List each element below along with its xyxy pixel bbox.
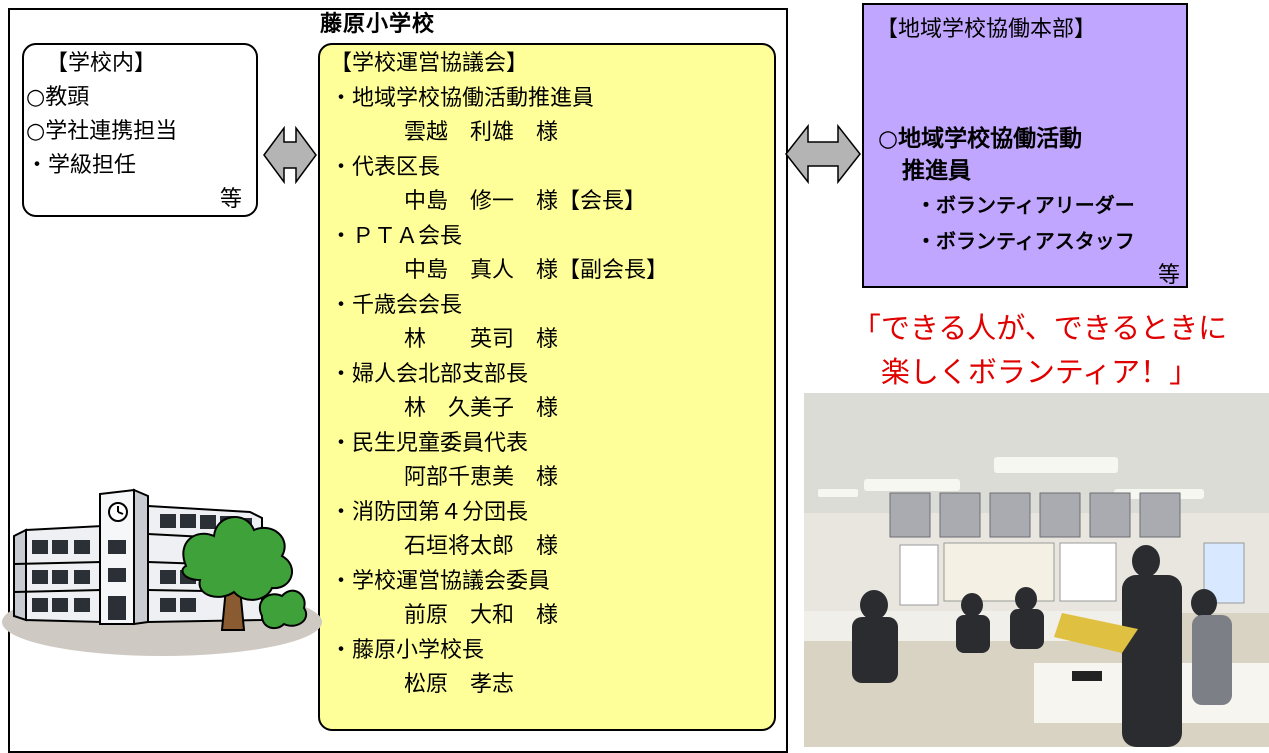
school-council-box: 【学校運営協議会】 ・地域学校協働活動推進員 雲越 利雄 様 ・代表区長 中島 … xyxy=(318,43,776,731)
council-member-name: 林 英司 様 xyxy=(404,327,559,352)
council-member-name: 中島 真人 様【副会長】 xyxy=(404,258,669,283)
council-member-role: ・地域学校協働活動推進員 xyxy=(330,85,595,111)
regional-cooperation-heading: 【地域学校協働本部】 xyxy=(876,17,1097,42)
council-member-name: 雲越 利雄 様 xyxy=(404,120,559,145)
school-title: 藤原小学校 xyxy=(320,12,436,37)
council-member-name: 前原 大和 様 xyxy=(404,603,559,628)
council-member-role: ・学校運営協議会委員 xyxy=(330,568,551,594)
council-member-role: ・千歳会会長 xyxy=(330,292,463,318)
school-council-heading: 【学校運営協議会】 xyxy=(330,51,529,76)
council-member-name: 阿部千恵美 様 xyxy=(404,465,559,490)
council-member-role: ・消防団第４分団長 xyxy=(330,499,529,525)
council-member-role: ・代表区長 xyxy=(330,154,441,180)
school-internal-etc: 等 xyxy=(219,187,242,212)
council-member-role: ・藤原小学校長 xyxy=(330,637,485,663)
regional-cooperation-box: 【地域学校協働本部】 ○地域学校協働活動 推進員 ・ボランティアリーダー ・ボラ… xyxy=(862,3,1188,288)
school-internal-item: ・学級担任 xyxy=(26,153,137,178)
school-internal-item: ○学社連携担当 xyxy=(26,119,178,144)
regional-cooperation-etc: 等 xyxy=(1157,263,1180,288)
council-member-name: 石垣将太郎 様 xyxy=(404,534,559,559)
regional-cooperation-main: 推進員 xyxy=(902,158,971,184)
meeting-photo-image xyxy=(804,393,1269,747)
council-member-name: 松原 孝志 xyxy=(404,672,515,697)
double-arrow-icon xyxy=(263,126,317,184)
slogan-line: 「できる人が、できるときに xyxy=(851,311,1228,345)
council-member-role: ・民生児童委員代表 xyxy=(330,430,529,456)
school-building-illustration xyxy=(2,488,322,656)
council-member-role: ・婦人会北部支部長 xyxy=(330,361,529,387)
regional-cooperation-item: ・ボランティアリーダー xyxy=(916,193,1135,217)
meeting-photo xyxy=(804,393,1269,747)
council-member-name: 中島 修一 様【会長】 xyxy=(404,189,647,214)
council-member-role: ・ＰＴＡ会長 xyxy=(330,223,463,249)
slogan-line: 楽しくボランティア！」 xyxy=(880,355,1199,389)
regional-cooperation-main: ○地域学校協働活動 xyxy=(878,126,1083,152)
school-internal-heading: 【学校内】 xyxy=(46,51,157,76)
double-arrow-icon xyxy=(785,124,861,184)
school-internal-box: 【学校内】 ○教頭 ○学社連携担当 ・学級担任 等 xyxy=(22,43,258,217)
school-internal-item: ○教頭 xyxy=(26,85,90,110)
council-member-name: 林 久美子 様 xyxy=(404,396,559,421)
regional-cooperation-item: ・ボランティアスタッフ xyxy=(916,229,1135,253)
